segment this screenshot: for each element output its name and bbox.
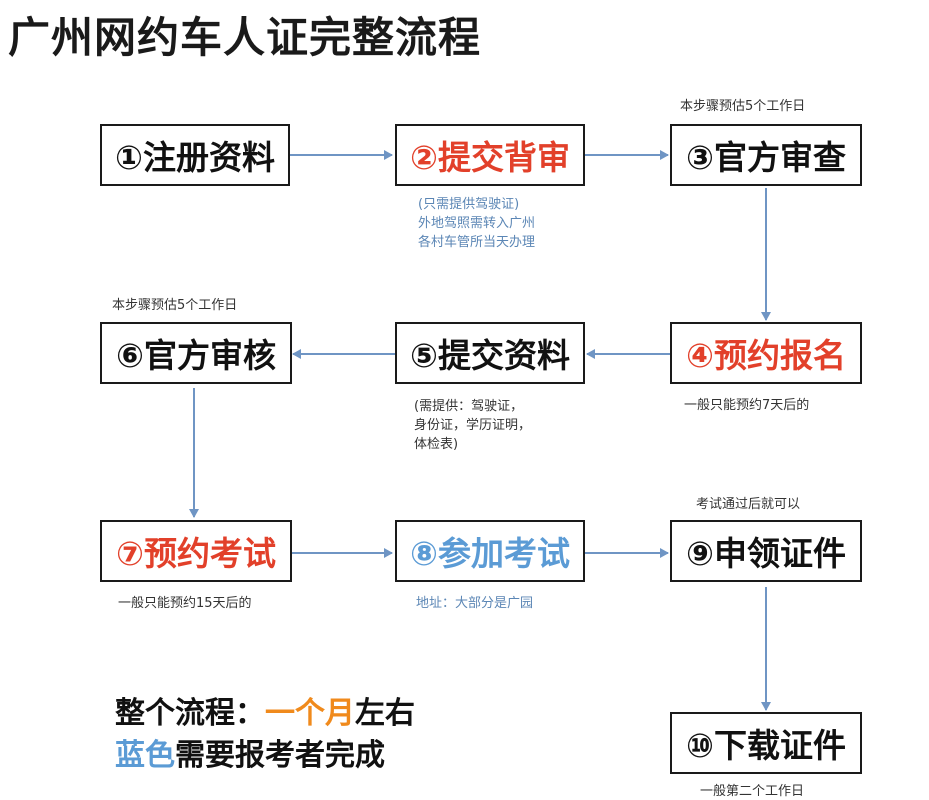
step-5-note-line-2: 身份证，学历证明， bbox=[414, 418, 532, 433]
step-9-note: 考试通过后就可以 bbox=[696, 497, 801, 512]
step-4-booking-registration: ④预约报名 bbox=[670, 322, 862, 384]
step-8-note: 地址：大部分是广园 bbox=[416, 596, 534, 611]
step-2-note-line-1: (只需提供驾驶证) bbox=[418, 197, 520, 212]
summary-duration-highlight: 一个月 bbox=[265, 696, 355, 731]
summary-legend-highlight: 蓝色 bbox=[115, 738, 175, 773]
step-9-apply-certificate: ⑨申领证件 bbox=[670, 520, 862, 582]
summary-legend: 蓝色需要报考者完成 bbox=[115, 730, 385, 774]
summary-legend-suffix: 需要报考者完成 bbox=[175, 738, 385, 773]
step-6-time-note: 本步骤预估5个工作日 bbox=[112, 298, 238, 313]
step-8-take-exam: ⑧参加考试 bbox=[395, 520, 585, 582]
step-5-note-line-3: 体检表) bbox=[414, 437, 459, 452]
step-4-note: 一般只能预约7天后的 bbox=[684, 398, 810, 413]
step-5-note-line-1: (需提供：驾驶证， bbox=[414, 399, 524, 414]
summary-duration: 整个流程：一个月左右 bbox=[115, 688, 415, 732]
summary-duration-suffix: 左右 bbox=[355, 696, 415, 731]
step-10-download-certificate: ⑩下载证件 bbox=[670, 712, 862, 774]
step-1-register: ①注册资料 bbox=[100, 124, 290, 186]
step-10-note: 一般第二个工作日 bbox=[700, 784, 805, 799]
step-7-note: 一般只能预约15天后的 bbox=[118, 596, 252, 611]
step-2-note-line-2: 外地驾照需转入广州 bbox=[418, 216, 536, 231]
step-3-time-note: 本步骤预估5个工作日 bbox=[680, 99, 806, 114]
step-3-official-review: ③官方审查 bbox=[670, 124, 862, 186]
step-7-book-exam: ⑦预约考试 bbox=[100, 520, 292, 582]
step-6-official-audit: ⑥官方审核 bbox=[100, 322, 292, 384]
summary-duration-prefix: 整个流程： bbox=[115, 696, 265, 731]
page-title: 广州网约车人证完整流程 bbox=[8, 13, 482, 62]
step-2-background-check: ②提交背审 bbox=[395, 124, 585, 186]
step-5-submit-materials: ⑤提交资料 bbox=[395, 322, 585, 384]
step-2-note-line-3: 各村车管所当天办理 bbox=[418, 235, 536, 250]
